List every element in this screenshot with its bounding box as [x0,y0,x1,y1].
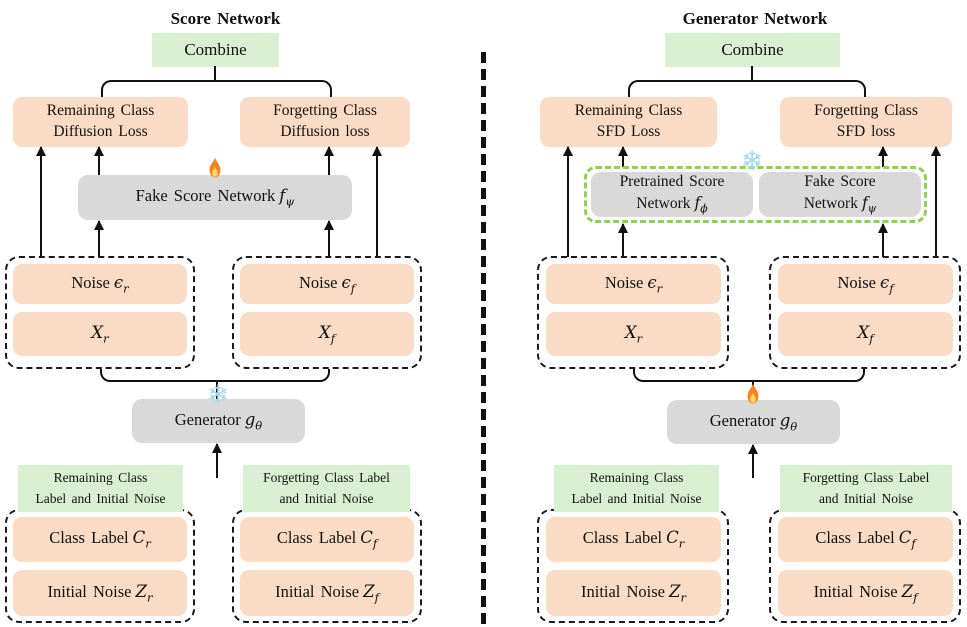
arrow-score-to-forgetting-loss [324,146,334,176]
arrow-scores-to-remaining-loss [618,146,628,167]
forgetting-diffusion-loss-box: Forgetting Class Diffusion loss [240,97,410,147]
flame-icon [202,156,228,187]
remaining-input-header-right: Remaining Class Label and Initial Noise [554,465,719,512]
forgetting-input-header-right: Forgetting Class Label and Initial Noise [780,465,952,512]
x-r-box-left: Xr [13,312,187,356]
x-r-box-right: Xr [546,312,721,356]
forgetting-input-header-left: Forgetting Class Label and Initial Noise [243,465,410,512]
arrow-score-to-remaining-loss [94,146,104,176]
arrow-noise-r-to-score [94,220,104,257]
snowflake-icon: ❄ [206,380,230,411]
arrow-inputs-to-generator-left [212,443,222,478]
remaining-sfd-loss-box: Remaining Class SFD Loss [540,97,717,147]
arrow-noise-f-to-forgetting-loss [372,146,382,257]
remaining-sample-group [5,256,195,369]
arrow-noise-f-to-score [324,220,334,257]
arrow-noise-r-to-scores [618,223,628,257]
remaining-diffusion-loss-box: Remaining Class Diffusion Loss [13,97,188,147]
x-f-box-left: Xf [240,312,414,356]
forgetting-sample-group [769,256,961,369]
x-f-box-right: Xf [778,312,953,356]
arrow-inputs-to-generator-right [748,444,758,478]
connector-samples-to-generator [633,369,865,382]
generator-network-title: Generator Network [682,9,828,28]
arrow-noise-r-to-remaining-loss [563,146,573,257]
panel-divider [481,52,486,625]
combine-box-left: Combine [152,33,279,67]
arrow-noise-f-to-scores [878,223,888,257]
score-network-title: Score Network [170,9,281,28]
connector-combine-stem [214,66,216,81]
arrow-scores-to-forgetting-loss [878,146,888,167]
remaining-input-header-left: Remaining Class Label and Initial Noise [18,465,183,512]
connector-combine-branch [628,80,866,97]
combine-label: Combine [721,40,784,59]
connector-combine-branch [101,80,332,97]
arrow-noise-r-to-remaining-loss [36,146,46,257]
flame-icon [740,382,766,413]
combine-label: Combine [184,40,247,59]
snowflake-icon: ❄ [740,146,764,177]
frozen-score-networks-group [584,166,927,223]
connector-combine-stem [751,66,753,81]
combine-box-right: Combine [665,33,840,67]
remaining-sample-group [537,256,729,369]
arrow-noise-f-to-forgetting-loss [931,146,941,257]
forgetting-sfd-loss-box: Forgetting Class SFD loss [780,97,952,147]
connector-generator-stem [216,381,218,400]
connector-samples-to-generator [100,369,330,382]
forgetting-sample-group [232,256,422,369]
